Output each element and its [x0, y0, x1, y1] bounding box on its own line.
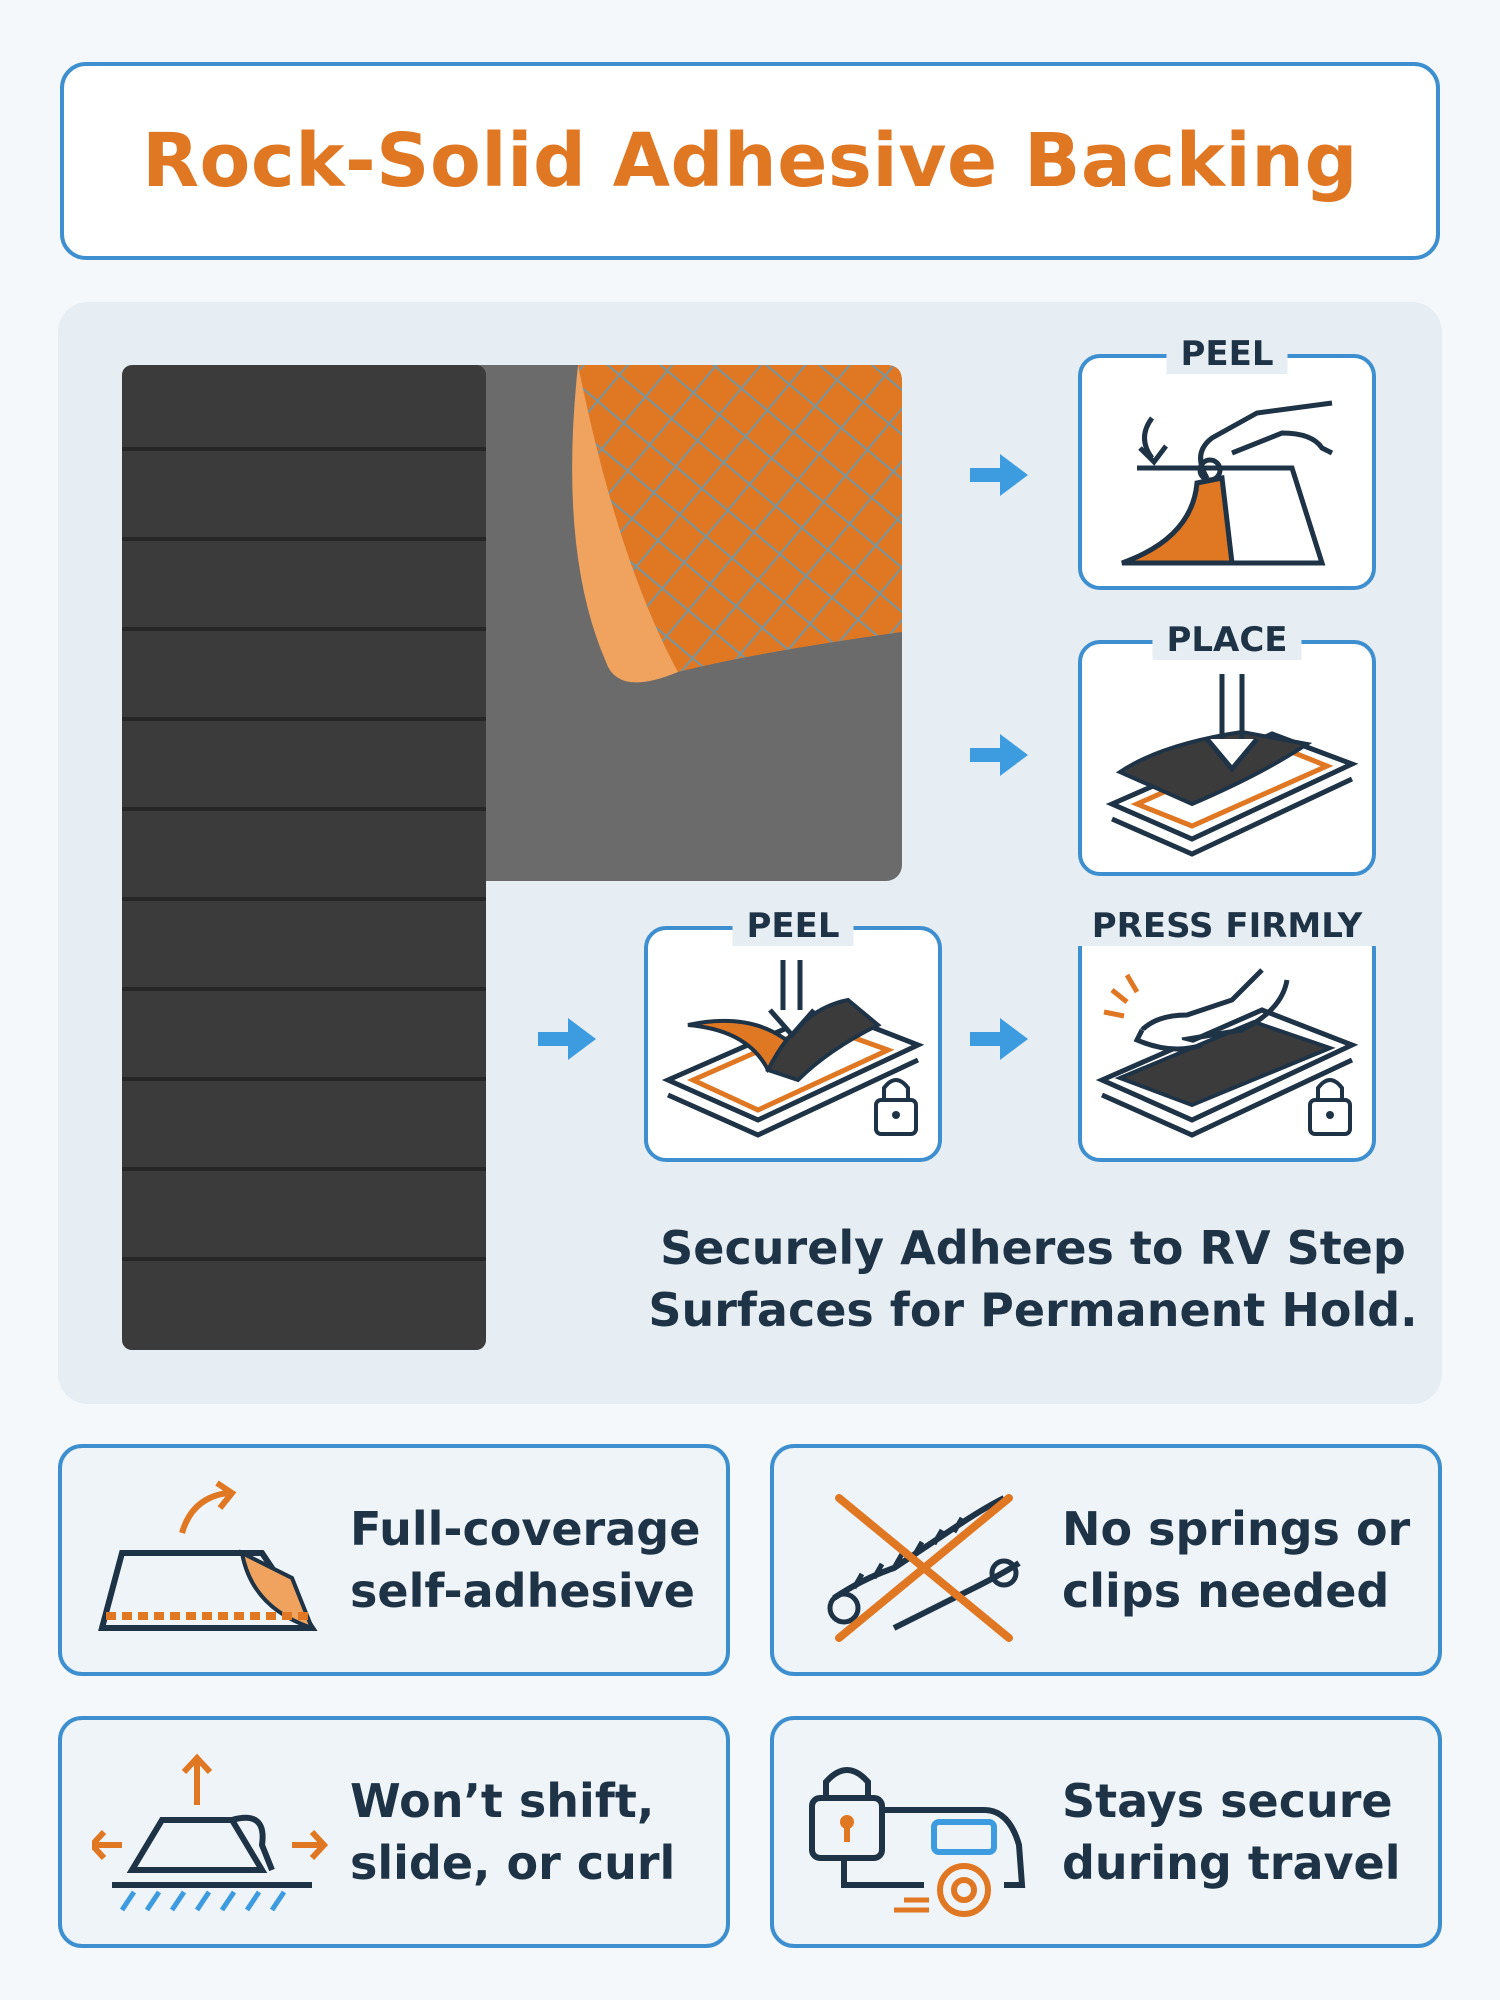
place-mat-icon [1105, 674, 1359, 857]
arrow-right-icon [970, 734, 1028, 776]
step-peel-top: PEEL [1078, 334, 1376, 590]
feature-line-2: during travel [1062, 1836, 1401, 1890]
no-springs-icon [827, 1494, 1021, 1642]
feature-text: Won’t shift, slide, or curl [350, 1770, 720, 1894]
feature-line-1: Stays secure [1062, 1774, 1393, 1828]
feature-no-shift: Won’t shift, slide, or curl [58, 1716, 730, 1948]
no-shift-icon [92, 1753, 329, 1912]
arrow-right-icon [538, 1018, 596, 1060]
peel-liner-icon [661, 960, 925, 1138]
press-hand-icon [1095, 968, 1359, 1138]
arrow-right-icon [970, 454, 1028, 496]
feature-line-1: Full-coverage [350, 1502, 701, 1556]
lock-icon [874, 1078, 918, 1136]
hand-peel-icon [1121, 400, 1334, 566]
feature-travel-secure: Stays secure during travel [770, 1716, 1442, 1948]
feature-text: No springs or clips needed [1062, 1498, 1432, 1622]
feature-text: Stays secure during travel [1062, 1770, 1432, 1894]
mat-grooves [122, 447, 486, 1261]
tagline-line-2: Surfaces for Permanent Hold. [648, 1283, 1418, 1337]
feature-line-2: clips needed [1062, 1564, 1390, 1618]
step-mat-illustration [122, 365, 902, 1350]
arrow-right-icon [970, 1018, 1028, 1060]
page-title: Rock-Solid Adhesive Backing [142, 118, 1358, 204]
rv-lock-icon [809, 1767, 1026, 1917]
feature-line-1: Won’t shift, [350, 1774, 655, 1828]
step-peel-liner: PEEL [644, 906, 942, 1162]
tagline-line-1: Securely Adheres to RV Step [660, 1221, 1406, 1275]
step-press-firmly: PRESS FIRMLY [1077, 906, 1377, 1162]
feature-text: Full-coverage self-adhesive [350, 1498, 720, 1622]
feature-line-2: slide, or curl [350, 1836, 676, 1890]
feature-no-springs: No springs or clips needed [770, 1444, 1442, 1676]
step-label: PEEL [732, 906, 854, 946]
tagline: Securely Adheres to RV Step Surfaces for… [618, 1217, 1448, 1341]
feature-line-1: No springs or [1062, 1502, 1411, 1556]
feature-full-coverage: Full-coverage self-adhesive [58, 1444, 730, 1676]
step-place: PLACE [1078, 620, 1376, 876]
step-label: PEEL [1166, 334, 1288, 374]
adhesive-peel-icon [98, 1480, 318, 1632]
feature-line-2: self-adhesive [350, 1564, 695, 1618]
step-label: PRESS FIRMLY [1077, 906, 1377, 946]
title-banner: Rock-Solid Adhesive Backing [60, 62, 1440, 260]
lock-icon [1308, 1078, 1352, 1136]
hero-panel: PEEL PLACE PEEL [58, 302, 1442, 1404]
step-label: PLACE [1152, 620, 1302, 660]
